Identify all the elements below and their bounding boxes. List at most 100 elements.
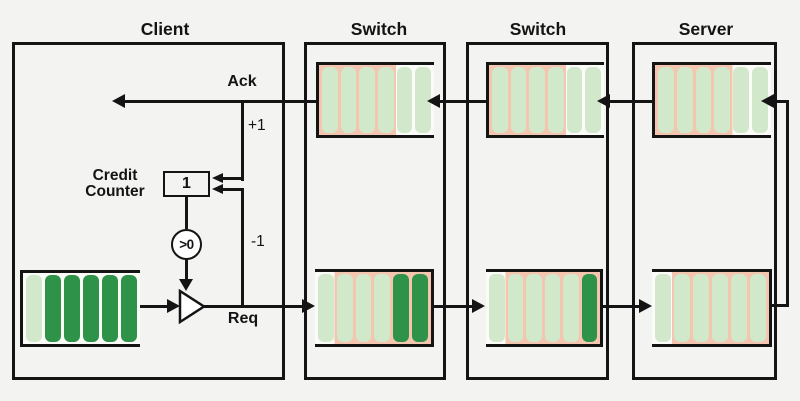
queue-slot-empty bbox=[733, 67, 750, 133]
minus-one-branch-line bbox=[222, 188, 243, 191]
queue-slot-empty bbox=[359, 67, 376, 133]
queue-slot-empty bbox=[507, 274, 523, 342]
queue-slot-empty bbox=[712, 274, 728, 342]
queue-slot-empty bbox=[563, 274, 579, 342]
queue-slot-empty bbox=[526, 274, 542, 342]
plus-one-label: +1 bbox=[248, 117, 266, 134]
queue-slot-empty bbox=[750, 274, 766, 342]
queue-slot-empty bbox=[566, 67, 583, 133]
queue-slot-empty bbox=[544, 274, 560, 342]
switch2-ack-queue bbox=[486, 62, 604, 138]
queue-slot-empty bbox=[693, 274, 709, 342]
plus-one-branch-line bbox=[222, 177, 243, 180]
queue-slot-empty bbox=[322, 67, 338, 133]
switch1-req-slots bbox=[315, 272, 431, 344]
ack-arrowhead-switch1 bbox=[427, 94, 440, 108]
ack-line-switch2-switch1 bbox=[438, 100, 486, 103]
req-line-switch2-server bbox=[601, 305, 641, 308]
queue-slot-empty bbox=[336, 274, 353, 342]
server-req-slots bbox=[652, 272, 769, 344]
queue-slot-full bbox=[64, 275, 80, 342]
client-input-slots bbox=[23, 273, 140, 344]
queue-slot-empty bbox=[26, 275, 42, 342]
client-box bbox=[12, 42, 285, 380]
minus-one-vline bbox=[241, 188, 244, 307]
ack-arrowhead-switch2 bbox=[597, 94, 610, 108]
queue-slot-full bbox=[412, 274, 428, 342]
counter-comparator-line bbox=[185, 196, 188, 229]
queue-slot-empty bbox=[510, 67, 527, 133]
switch2-req-queue bbox=[486, 269, 603, 347]
req-label: Req bbox=[227, 310, 259, 327]
minus-one-arrowhead bbox=[212, 184, 223, 194]
queue-slot-empty bbox=[674, 274, 690, 342]
queue-slot-full bbox=[83, 275, 99, 342]
server-loop-vline bbox=[786, 100, 789, 307]
req-arrowhead-server bbox=[639, 299, 652, 313]
req-arrowhead-gate bbox=[167, 299, 180, 313]
switch2-title: Switch bbox=[509, 19, 567, 39]
queue-slot-empty bbox=[752, 67, 768, 133]
queue-slot-empty bbox=[695, 67, 712, 133]
queue-slot-empty bbox=[731, 274, 747, 342]
req-arrowhead-switch2 bbox=[472, 299, 485, 313]
req-line-switch1-switch2 bbox=[434, 305, 474, 308]
switch1-req-queue bbox=[315, 269, 434, 347]
queue-slot-empty bbox=[378, 67, 394, 133]
credit-counter-box: 1 bbox=[163, 171, 210, 197]
queue-slot-empty bbox=[655, 274, 671, 342]
queue-slot-full bbox=[102, 275, 118, 342]
queue-slot-empty bbox=[489, 274, 505, 342]
switch2-req-slots bbox=[486, 272, 600, 344]
ack-arrowhead-server bbox=[761, 94, 774, 108]
ack-arrowhead-client bbox=[112, 94, 125, 108]
queue-slot-empty bbox=[658, 67, 674, 133]
switch2-ack-slots bbox=[489, 65, 604, 135]
queue-slot-empty bbox=[374, 274, 391, 342]
queue-slot-full bbox=[121, 275, 137, 342]
queue-slot-empty bbox=[714, 67, 731, 133]
req-line-queue-gate bbox=[140, 305, 170, 308]
req-arrowhead-switch1 bbox=[302, 299, 315, 313]
server-ack-queue bbox=[652, 62, 771, 138]
queue-slot-empty bbox=[355, 274, 372, 342]
queue-slot-empty bbox=[676, 67, 693, 133]
switch2-box bbox=[466, 42, 609, 380]
switch1-box bbox=[304, 42, 446, 380]
server-box bbox=[632, 42, 777, 380]
queue-slot-full bbox=[393, 274, 410, 342]
ack-label: Ack bbox=[227, 73, 257, 90]
queue-slot-full bbox=[581, 274, 597, 342]
ack-line-server-switch2 bbox=[608, 100, 652, 103]
credit-counter-value: 1 bbox=[182, 175, 191, 192]
plus-one-arrowhead bbox=[212, 173, 223, 183]
comparator-circle: >0 bbox=[171, 229, 202, 260]
credit-counter-label-line1: Credit bbox=[92, 167, 138, 184]
client-title: Client bbox=[140, 19, 190, 39]
queue-slot-empty bbox=[585, 67, 602, 133]
comparator-gate-arrowhead bbox=[179, 279, 193, 291]
server-title: Server bbox=[678, 19, 734, 39]
comparator-condition: >0 bbox=[179, 237, 194, 252]
switch1-ack-queue bbox=[316, 62, 434, 138]
queue-slot-full bbox=[45, 275, 61, 342]
client-input-queue bbox=[20, 270, 140, 347]
req-line-client-switch1 bbox=[202, 305, 305, 308]
credit-counter-label-line2: Counter bbox=[85, 183, 145, 200]
queue-slot-empty bbox=[318, 274, 334, 342]
switch1-ack-slots bbox=[319, 65, 434, 135]
server-req-queue bbox=[652, 269, 772, 347]
server-loop-bottom-line bbox=[770, 304, 788, 307]
queue-slot-empty bbox=[340, 67, 357, 133]
credit-counter-label: Credit Counter bbox=[85, 168, 144, 200]
ack-line-client bbox=[124, 100, 316, 103]
comparator-gate-line bbox=[185, 259, 188, 281]
gate-triangle-icon bbox=[178, 288, 207, 325]
server-ack-slots bbox=[655, 65, 771, 135]
queue-slot-empty bbox=[492, 67, 508, 133]
queue-slot-empty bbox=[529, 67, 546, 133]
queue-slot-empty bbox=[548, 67, 564, 133]
switch1-title: Switch bbox=[350, 19, 408, 39]
minus-one-label: -1 bbox=[251, 233, 265, 250]
